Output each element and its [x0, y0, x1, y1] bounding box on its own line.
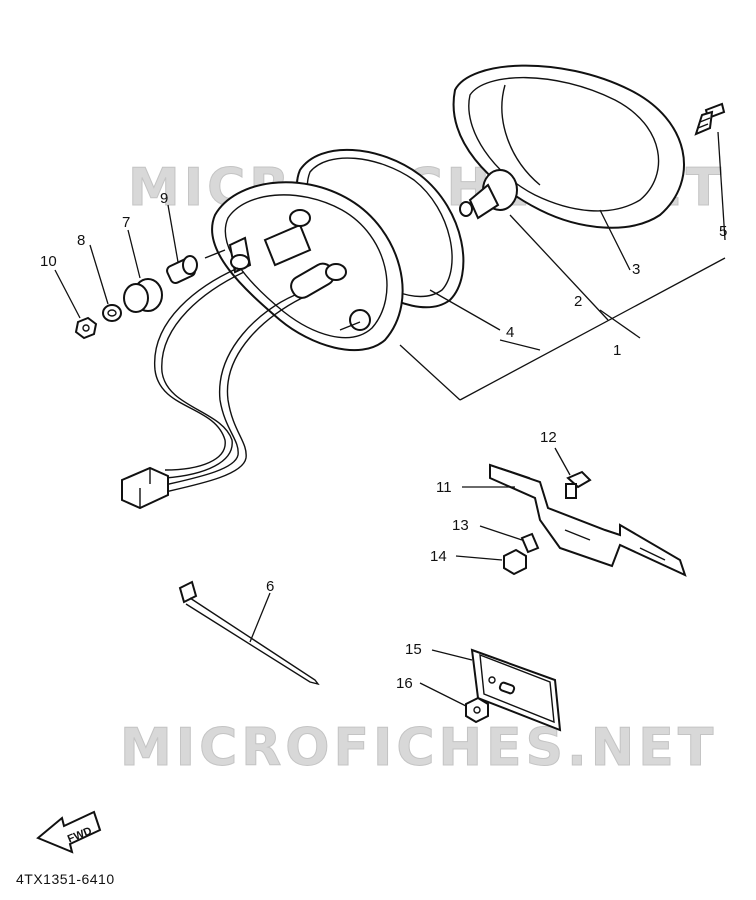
- label-part-1: 1: [613, 342, 621, 359]
- nut-part: [74, 316, 98, 340]
- washer-part: [102, 304, 122, 322]
- label-part-13: 13: [452, 517, 469, 534]
- label-part-16: 16: [396, 675, 413, 692]
- bolt-part: [565, 470, 592, 499]
- label-part-6: 6: [266, 578, 274, 595]
- label-part-2: 2: [574, 293, 582, 310]
- small-bolt-part: [520, 532, 540, 554]
- label-part-14: 14: [430, 548, 447, 565]
- label-part-12: 12: [540, 429, 557, 446]
- nut-16-part: [465, 696, 489, 724]
- housing-part: [121, 181, 404, 510]
- reflector-part: [470, 648, 562, 732]
- label-part-11: 11: [436, 479, 452, 496]
- watermark-bottom: MICROFICHES.NET: [120, 718, 717, 778]
- cable-tie-part: [178, 580, 320, 686]
- label-part-10: 10: [40, 253, 57, 270]
- fwd-arrow-icon: FWD: [36, 810, 102, 854]
- socket-part: [166, 255, 198, 285]
- screw-part: [694, 102, 726, 136]
- label-part-8: 8: [77, 232, 85, 249]
- label-part-5: 5: [719, 223, 727, 240]
- label-part-9: 9: [160, 190, 168, 207]
- nut-14-part: [503, 548, 527, 576]
- label-part-7: 7: [122, 214, 130, 231]
- grommet-part: [123, 278, 163, 313]
- bulb-part: [459, 169, 518, 220]
- bracket-part: [489, 463, 687, 577]
- label-part-15: 15: [405, 641, 422, 658]
- label-part-4: 4: [506, 324, 514, 341]
- label-part-3: 3: [632, 261, 640, 278]
- diagram-code: 4TX1351-6410: [16, 871, 115, 887]
- leader-lines: [54, 131, 726, 707]
